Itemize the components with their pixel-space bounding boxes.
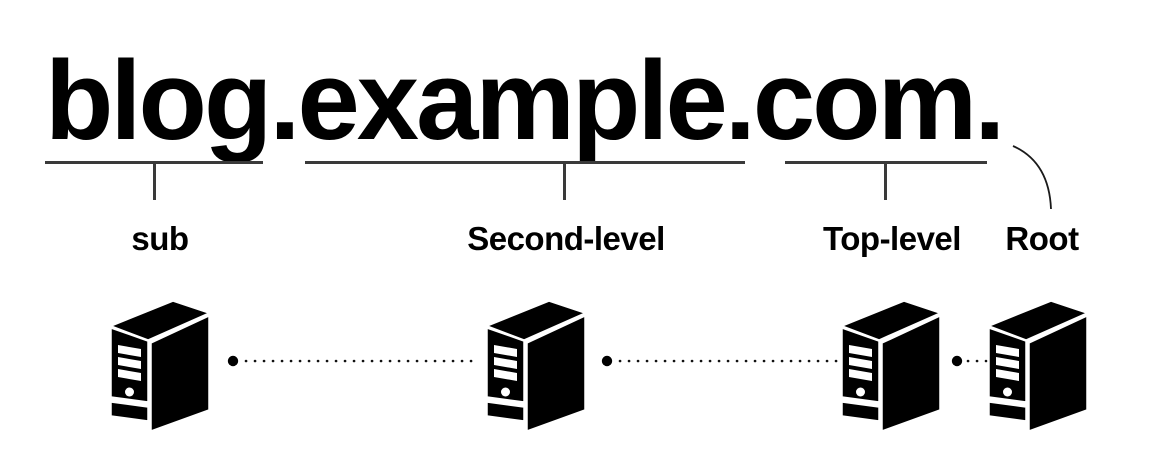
domain-title: blog.example.com. (45, 45, 1005, 157)
second-level-label: Second-level (467, 220, 665, 257)
connection-dot (951, 355, 963, 367)
domain-separator-dot-1: . (269, 38, 300, 163)
second-level-tick (563, 162, 566, 200)
second-level-underline (305, 161, 745, 164)
server-icon-top-level (841, 300, 941, 432)
server-icon-root (988, 300, 1088, 432)
domain-part-sub: blog (45, 38, 272, 163)
root-label: Root (1005, 220, 1079, 257)
connection-dot (601, 355, 613, 367)
server-icon-second-level (486, 300, 586, 432)
domain-root-dot: . (974, 38, 1005, 163)
sub-tick (153, 162, 156, 200)
sub-label: sub (131, 220, 189, 257)
domain-part-second-level: example (297, 38, 727, 163)
top-level-label: Top-level (823, 220, 961, 257)
root-pointer-curve (1012, 145, 1052, 210)
top-level-tick (884, 162, 887, 200)
domain-part-top-level: com (752, 38, 977, 163)
server-icon-sub (110, 300, 210, 432)
domain-separator-dot-2: . (724, 38, 756, 163)
connection-dot (227, 355, 239, 367)
